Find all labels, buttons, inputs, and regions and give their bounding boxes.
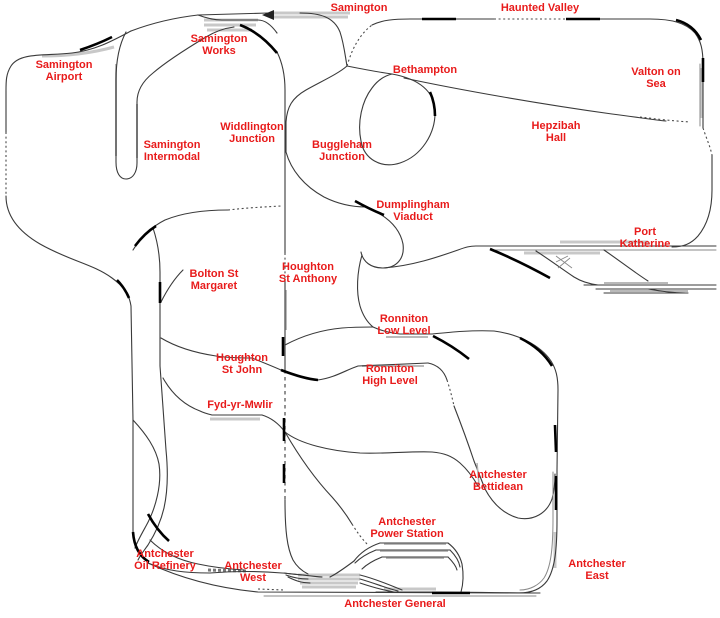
station-label-port-katherine: Port Katherine: [619, 226, 671, 250]
station-label-samington-works: Samington Works: [190, 33, 248, 57]
track-hepzibah-line: [403, 77, 667, 122]
track-oil-refinery-pocket: [132, 419, 161, 549]
station-label-fyd-yr-mwlir: Fyd-yr-Mwlir: [207, 399, 273, 411]
station-label-samington-intermodal: Samington Intermodal: [143, 139, 201, 163]
station-label-samington: Samington: [330, 2, 388, 14]
station-label-bolton-st-margaret: Bolton St Margaret: [189, 268, 239, 292]
station-label-haunted-valley: Haunted Valley: [500, 2, 580, 14]
detail-marks: [262, 10, 573, 486]
track-central-vertical: [276, 51, 286, 254]
station-label-hepzibah-hall: Hepzibah Hall: [531, 120, 581, 144]
station-label-antchester-bettidean: Antchester Bettidean: [469, 469, 527, 493]
track-east-corner: [518, 469, 558, 594]
station-label-buggleham-junction: Buggleham Junction: [312, 139, 372, 163]
station-label-antchester-oil-refinery: Antchester Oil Refinery: [134, 548, 196, 572]
station-label-dumplingham-viaduct: Dumplingham Viaduct: [376, 199, 450, 223]
track-buggleham-curve: [285, 151, 367, 208]
crossover-hatch: [555, 255, 573, 269]
track-intermodal-loop: [115, 26, 235, 180]
track-ronniton-low: [372, 326, 433, 335]
heavy-track-sections: [79, 17, 705, 595]
station-label-antchester-east: Antchester East: [568, 558, 626, 582]
track-bettidean-curve: [484, 473, 556, 520]
station-label-bethampton: Bethampton: [392, 64, 458, 76]
platform-bars: [41, 11, 703, 591]
station-label-antchester-west: Antchester West: [224, 560, 282, 584]
track-power-station: [375, 542, 451, 558]
track-airport-loop: [5, 30, 132, 133]
hidden-track-sections: [5, 18, 713, 591]
station-label-ronniton-low-level: Ronniton Low Level: [377, 313, 431, 337]
bettidean-leader: [476, 462, 480, 486]
track-bottom-main: [147, 562, 541, 594]
station-label-ronniton-high-level: Ronniton High Level: [362, 363, 418, 387]
buffer-arrow: [262, 10, 274, 20]
track-bolton-corridor: [152, 227, 161, 367]
station-label-widdlington-junction: Widdlington Junction: [220, 121, 284, 145]
station-label-houghton-st-john: Houghton St John: [216, 352, 268, 376]
station-label-samington-airport: Samington Airport: [35, 59, 93, 83]
track-haunted-valley-loop: [371, 18, 423, 26]
track-ronniton-high: [317, 362, 429, 381]
station-label-valton-on-sea: Valton on Sea: [631, 66, 681, 90]
main-lines: [5, 12, 717, 597]
track-dumplingham: [360, 206, 404, 269]
track-st-john: [160, 337, 253, 359]
track-left-main: [5, 195, 134, 537]
station-label-antchester-general: Antchester General: [344, 598, 446, 610]
station-label-houghton-st-anthony: Houghton St Anthony: [278, 261, 338, 285]
station-label-antchester-power-station: Antchester Power Station: [370, 516, 444, 540]
